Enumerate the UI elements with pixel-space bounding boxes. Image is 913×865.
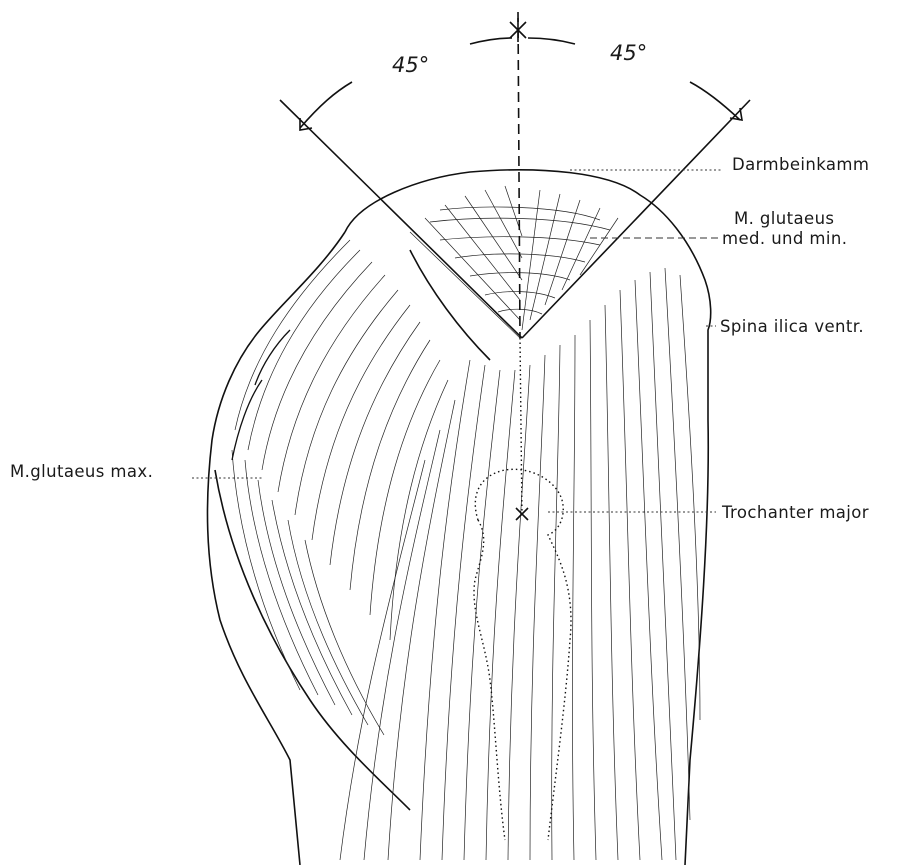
vertical-axis-dotted xyxy=(520,338,522,515)
glutaeus-med-hatching xyxy=(410,186,618,338)
left-arrowhead xyxy=(300,118,312,130)
left-angle-arc-upper xyxy=(470,38,512,44)
top-star-mark xyxy=(510,18,526,42)
left-45-line xyxy=(280,100,522,338)
label-darmbeinkamm: Darmbeinkamm xyxy=(732,155,869,174)
left-angle-arc xyxy=(300,82,352,128)
trochanter-outline xyxy=(474,469,571,840)
angle-label-right: 45° xyxy=(610,41,647,65)
label-trochanter: Trochanter major xyxy=(721,503,869,522)
label-glutaeus-max: M.glutaeus max. xyxy=(10,462,153,481)
label-spina: Spina ilica ventr. xyxy=(720,317,864,336)
angle-label-left: 45° xyxy=(392,53,429,77)
right-angle-arc-upper xyxy=(528,38,575,44)
right-angle-arc xyxy=(690,82,740,120)
angle-guides xyxy=(280,12,750,520)
vertical-axis-line xyxy=(518,12,520,338)
label-glutaeus-med-line1: M. glutaeus xyxy=(734,209,834,228)
label-glutaeus-med-line2: med. und min. xyxy=(722,229,847,248)
glutaeus-max-fibres xyxy=(232,240,448,735)
